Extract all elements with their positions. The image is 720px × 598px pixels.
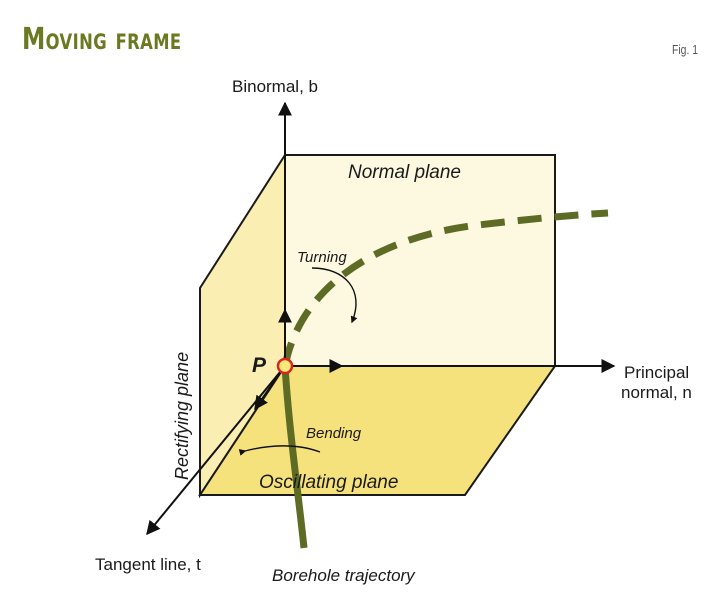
turning-label: Turning [297, 249, 347, 266]
borehole-trajectory-solid [281, 365, 308, 549]
point-p-label: P [252, 354, 267, 377]
turning-arrow [311, 267, 358, 324]
principal-normal-label-line2: normal, n [621, 383, 692, 402]
oscillating-plane-label: Oscillating plane [259, 472, 398, 493]
bending-label: Bending [306, 425, 362, 442]
normal-plane-label: Normal plane [348, 162, 461, 183]
borehole-trajectory-label: Borehole trajectory [272, 566, 416, 585]
principal-normal-label-line1: Principal [624, 363, 689, 382]
borehole-trajectory-dashed [281, 209, 609, 367]
tangent-unit-vector [254, 365, 286, 411]
point-p-marker [276, 357, 294, 375]
tangent-label: Tangent line, t [95, 555, 201, 574]
rectifying-plane-label: Rectifying plane [172, 352, 192, 480]
figure-title: Moving frame [22, 22, 182, 57]
bending-arrow [238, 445, 321, 456]
figure-number: Fig. 1 [672, 42, 699, 57]
tangent-axis [146, 365, 286, 536]
binormal-label: Binormal, b [232, 77, 318, 96]
